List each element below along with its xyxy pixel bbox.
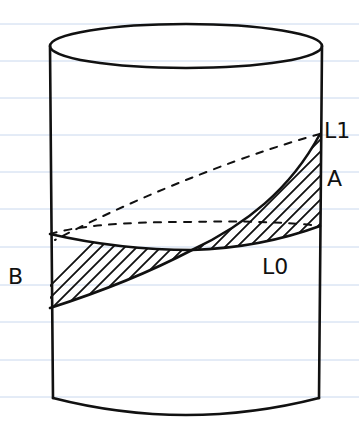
- point-label: A: [327, 168, 342, 190]
- point-label: L0: [262, 256, 288, 278]
- point-label: B: [8, 266, 23, 288]
- paper-lines: [0, 24, 359, 397]
- point-label: L1: [324, 120, 350, 142]
